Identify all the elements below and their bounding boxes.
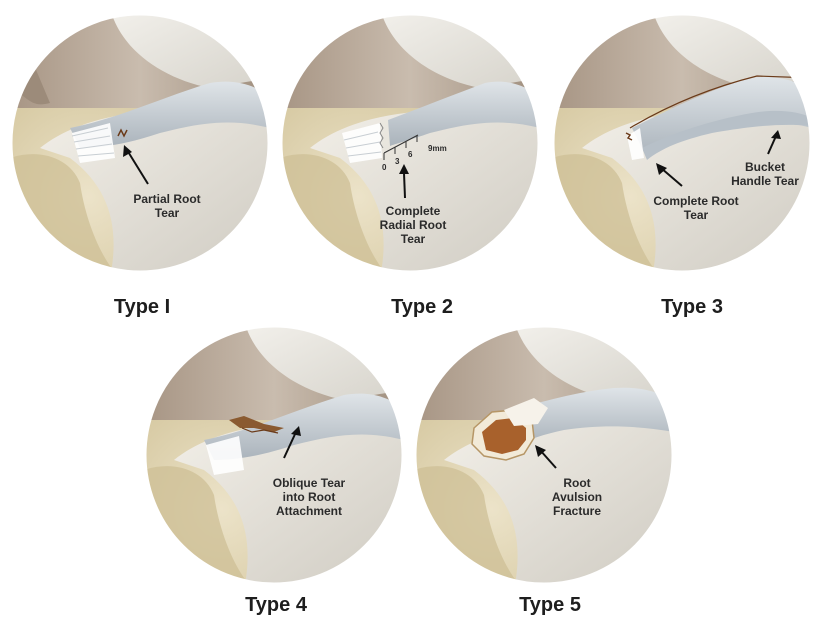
- tick-9mm: 9mm: [428, 144, 447, 153]
- meniscus-illustration-type-3: [552, 8, 812, 278]
- type-label-3: Type 3: [612, 296, 772, 319]
- tick-3: 3: [395, 157, 399, 166]
- tick-6: 6: [408, 150, 412, 159]
- type-label-5: Type 5: [470, 594, 630, 617]
- type-label-4: Type 4: [196, 594, 356, 617]
- type-label-1: Type I: [62, 296, 222, 319]
- meniscus-illustration-type-1: [10, 8, 270, 278]
- tick-0: 0: [382, 163, 386, 172]
- meniscus-illustration-type-4: [144, 320, 404, 590]
- type-label-2: Type 2: [342, 296, 502, 319]
- meniscus-illustration-type-5: [414, 320, 674, 590]
